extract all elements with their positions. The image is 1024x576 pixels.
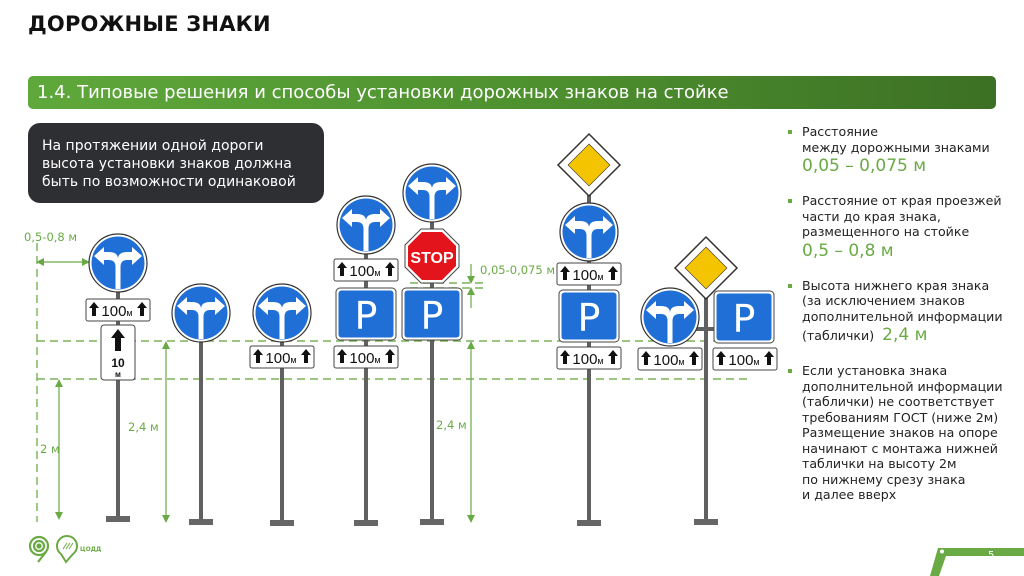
sign-main-road bbox=[557, 133, 621, 197]
sign-stop: STOP bbox=[404, 228, 460, 284]
plate-distance bbox=[637, 347, 703, 371]
requirements-list: Расстояние между дорожными знаками 0,05 … bbox=[788, 124, 1024, 519]
codd-logo-icon bbox=[56, 535, 78, 564]
page-number: 5 bbox=[988, 550, 995, 561]
bullet-text: по нижнему срезу знака bbox=[802, 471, 966, 487]
sign-parking bbox=[558, 289, 620, 343]
sign-turn-left-right bbox=[640, 287, 700, 347]
note-line: быть по возможности одинаковой bbox=[42, 174, 296, 190]
bullet-text: части до края знака, bbox=[802, 208, 941, 224]
requirement-item: Расстояние от края проезжей части до кра… bbox=[788, 193, 1024, 262]
bullet-text: и далее вверх bbox=[802, 487, 897, 502]
bullet-text: (таблички) bbox=[802, 328, 875, 343]
codd-label: ЦОДД bbox=[80, 546, 101, 553]
bullet-text: требованиям ГОСТ (ниже 2м) bbox=[802, 409, 999, 425]
sign-turn-left-right bbox=[171, 283, 231, 343]
plate-distance bbox=[249, 345, 315, 369]
bullet-text: дополнительной информации bbox=[802, 308, 1003, 324]
plate-distance bbox=[712, 347, 778, 371]
sign-turn-left-right bbox=[402, 163, 462, 223]
sign-parking bbox=[335, 287, 397, 341]
bullet-icon bbox=[788, 283, 792, 288]
dim-edge-offset: 0,5-0,8 м bbox=[24, 230, 78, 244]
bullet-text: Размещение знаков на опоре bbox=[802, 425, 998, 440]
bullet-text: Расстояние от края проезжей bbox=[802, 193, 1002, 208]
section-banner: 1.4. Типовые решения и способы установки… bbox=[28, 76, 996, 109]
sign-installation-diagram: 100м P bbox=[36, 133, 778, 526]
bullet-text: начинают с монтажа нижней bbox=[802, 440, 998, 456]
bullet-value: 0,05 – 0,075 м bbox=[802, 156, 927, 176]
bullet-icon bbox=[788, 369, 792, 373]
sign-parking bbox=[713, 290, 775, 344]
dot-icon bbox=[940, 549, 944, 554]
sign-turn-left-right bbox=[559, 202, 619, 262]
note-line: высота установки знаков должна bbox=[42, 156, 292, 172]
sign-parking bbox=[401, 287, 463, 341]
bullet-text: Высота нижнего края знака bbox=[802, 277, 990, 293]
requirement-item: Высота нижнего края знака (за исключение… bbox=[788, 278, 1024, 348]
sign-turn-left-right bbox=[252, 283, 312, 343]
plate-distance bbox=[85, 298, 151, 322]
plate-distance bbox=[333, 345, 399, 369]
plate-vertical-10m: 10 м bbox=[100, 324, 136, 381]
dim-height-2: 2 м bbox=[40, 442, 60, 456]
bullet-value: 2,4 м bbox=[882, 325, 928, 345]
bullet-text: (таблички) не соответствует bbox=[802, 394, 995, 409]
svg-text:м: м bbox=[115, 370, 121, 379]
bullet-text: Расстояние bbox=[802, 124, 878, 139]
sign-main-road bbox=[674, 236, 738, 300]
bullet-text: таблички на высоту 2м bbox=[802, 456, 957, 471]
dim-height-2-4-left: 2,4 м bbox=[128, 420, 159, 434]
dim-gap: 0,05-0,075 м bbox=[480, 263, 556, 277]
page-tab bbox=[930, 548, 1024, 576]
footer-logos: ЦОДД bbox=[28, 535, 118, 569]
bullet-icon bbox=[788, 130, 792, 134]
bullet-text: (за исключением знаков bbox=[802, 293, 965, 308]
plate-distance bbox=[556, 262, 622, 286]
plate-distance bbox=[333, 258, 399, 282]
note-box: На протяжении одной дороги высота устано… bbox=[28, 123, 324, 203]
page-title: ДОРОЖНЫЕ ЗНАКИ bbox=[28, 12, 271, 36]
note-line: На протяжении одной дороги bbox=[42, 138, 264, 154]
dim-height-2-4-right: 2,4 м bbox=[436, 418, 467, 432]
bullet-icon bbox=[788, 199, 792, 203]
bullet-text: дополнительной информации bbox=[802, 378, 1003, 394]
plate-distance bbox=[556, 346, 622, 370]
sign-turn-left-right bbox=[88, 233, 148, 293]
sign-turn-left-right bbox=[336, 195, 396, 255]
bullet-value: 0,5 – 0,8 м bbox=[802, 240, 894, 261]
bullet-text: размещенного на стойке bbox=[802, 224, 970, 239]
svg-text:STOP: STOP bbox=[410, 250, 454, 267]
bullet-text: между дорожными знаками bbox=[802, 139, 990, 155]
requirement-item: Расстояние между дорожными знаками 0,05 … bbox=[788, 124, 1024, 177]
moscow-transport-logo-icon bbox=[28, 535, 50, 563]
bullet-text: Если установка знака bbox=[802, 363, 948, 378]
svg-text:10: 10 bbox=[111, 356, 125, 370]
requirement-item: Если установка знака дополнительной инфо… bbox=[788, 363, 1024, 503]
